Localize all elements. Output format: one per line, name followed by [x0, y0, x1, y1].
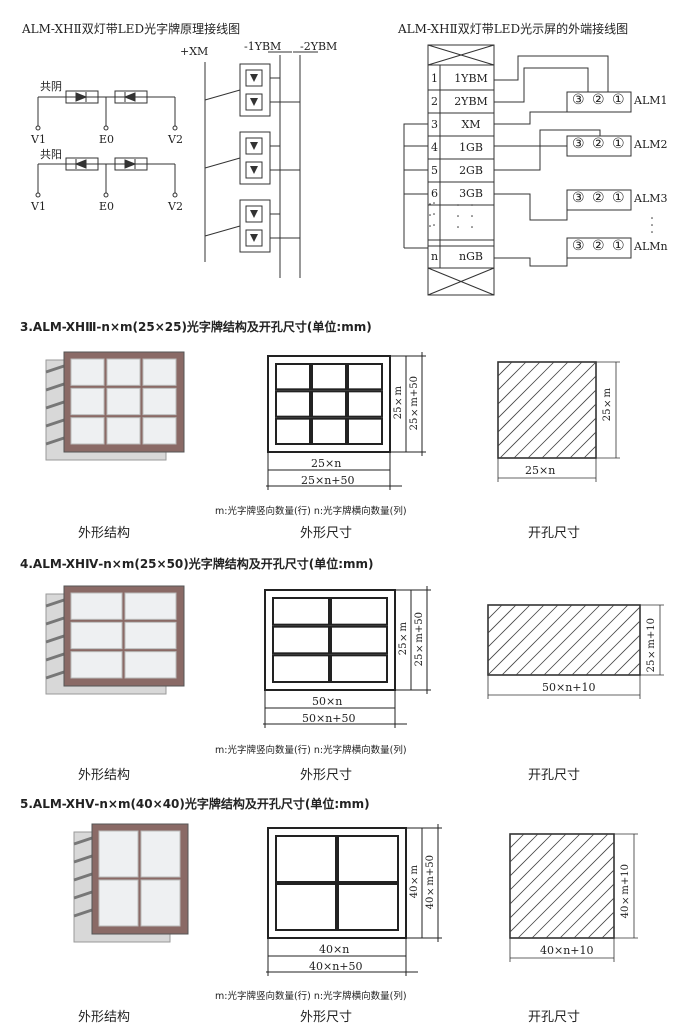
- wiring-diagram-left: [35, 51, 318, 278]
- alm-pin-label: ②: [592, 136, 605, 152]
- terminal-number: 4: [431, 141, 438, 154]
- caption-cutout: 开孔尺寸: [528, 1010, 581, 1025]
- cutout-height: 40×m+10: [620, 864, 631, 919]
- alm-pin-label: ①: [612, 190, 625, 206]
- cutout-width: 25×n: [525, 464, 556, 477]
- caption-structure: 外形结构: [78, 768, 131, 783]
- section-title: 5.ALM-XHⅤ-n×m(40×40)光字牌结构及开孔尺寸(单位:mm): [20, 797, 370, 811]
- section-title: 3.ALM-XHⅢ-n×m(25×25)光字牌结构及开孔尺寸(单位:mm): [20, 320, 372, 334]
- e0-label: E0: [99, 133, 115, 146]
- alm-pin-label: ①: [612, 238, 625, 254]
- alm-unit-label: ALM3: [634, 192, 668, 205]
- caption-size: 外形尺寸: [300, 1010, 353, 1025]
- section-note: m:光字牌竖向数量(行) n:光字牌横向数量(列): [215, 506, 407, 517]
- terminal-number: 1: [431, 72, 438, 85]
- alm-pin-label: ②: [592, 92, 605, 108]
- outline-inner-height: 40×m: [409, 865, 420, 899]
- caption-cutout: 开孔尺寸: [528, 526, 581, 541]
- terminal-number: 6: [431, 187, 438, 200]
- v1-label: V1: [31, 133, 46, 146]
- terminal-name: 2YBM: [454, 95, 488, 108]
- outline-inner-width: 50×n: [312, 695, 343, 708]
- e0-label-2: E0: [99, 200, 115, 213]
- alm-pin-label: ③: [572, 190, 585, 206]
- alm-unit-label: ALM2: [634, 138, 668, 151]
- v2-label: V2: [168, 133, 183, 146]
- alm-pin-label: ①: [612, 92, 625, 108]
- right-diagram-title: ALM-XHⅡ双灯带LED光示屏的外端接线图: [398, 22, 629, 36]
- caption-structure: 外形结构: [78, 1010, 131, 1025]
- outline-outer-height: 40×m+50: [425, 855, 436, 910]
- cutout-width: 50×n+10: [542, 681, 596, 694]
- terminal-name: 2GB: [459, 164, 483, 177]
- wiring-diagram-right: [403, 44, 653, 296]
- alm-pin-label: ③: [572, 92, 585, 108]
- bus-2ybm-label: -2YBM: [300, 40, 338, 53]
- v1-label-2: V1: [31, 200, 46, 213]
- caption-size: 外形尺寸: [300, 768, 353, 783]
- caption-cutout: 开孔尺寸: [528, 768, 581, 783]
- terminal-number: 2: [431, 95, 438, 108]
- terminal-number: n: [431, 250, 439, 263]
- alm-pin-label: ②: [592, 190, 605, 206]
- terminal-name: XM: [461, 118, 481, 131]
- section-title: 4.ALM-XHⅣ-n×m(25×50)光字牌结构及开孔尺寸(单位:mm): [20, 557, 374, 571]
- left-diagram-title: ALM-XHⅡ双灯带LED光字牌原理接线图: [22, 22, 241, 36]
- terminal-name: nGB: [459, 250, 483, 263]
- section-note: m:光字牌竖向数量(行) n:光字牌横向数量(列): [215, 991, 407, 1002]
- outline-inner-width: 25×n: [311, 457, 342, 470]
- alm-pin-label: ②: [592, 238, 605, 254]
- cutout-width: 40×n+10: [540, 944, 594, 957]
- alm-pin-label: ①: [612, 136, 625, 152]
- caption-size: 外形尺寸: [300, 526, 353, 541]
- outline-outer-width: 25×n+50: [301, 474, 355, 487]
- caption-structure: 外形结构: [78, 526, 131, 541]
- common-anode-label: 共阳: [40, 148, 62, 161]
- terminal-number: 5: [431, 164, 438, 177]
- terminal-name: 3GB: [459, 187, 483, 200]
- alm-unit-label: ALMn: [634, 240, 668, 253]
- section-note: m:光字牌竖向数量(行) n:光字牌横向数量(列): [215, 745, 407, 756]
- terminal-name: 1GB: [459, 141, 483, 154]
- alm-unit-label: ALM1: [634, 94, 668, 107]
- bus-xm-label: +XM: [180, 45, 209, 58]
- bus-1ybm-label: -1YBM: [244, 40, 282, 53]
- outline-outer-width: 50×n+50: [302, 712, 356, 725]
- v2-label-2: V2: [168, 200, 183, 213]
- common-cathode-label: 共阴: [40, 80, 62, 93]
- terminal-number: 3: [431, 118, 438, 131]
- alm-pin-label: ③: [572, 238, 585, 254]
- outline-inner-width: 40×n: [319, 943, 350, 956]
- terminal-name: 1YBM: [454, 72, 488, 85]
- alm-pin-label: ③: [572, 136, 585, 152]
- outline-outer-width: 40×n+50: [309, 960, 363, 973]
